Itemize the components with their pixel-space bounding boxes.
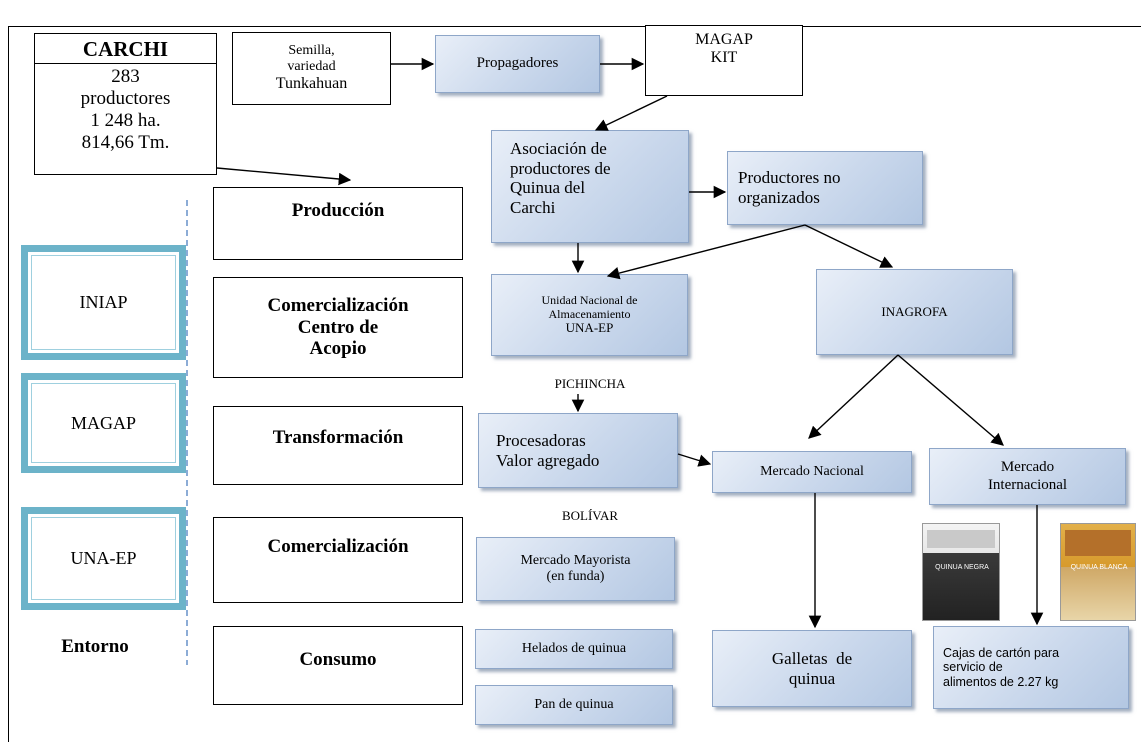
magap-kit-line2: KIT — [710, 49, 738, 67]
productores-line2: organizados — [738, 188, 820, 207]
stage-produccion-box: Producción — [213, 187, 463, 260]
inagrofa-box: INAGROFA — [816, 269, 1013, 355]
helados-label: Helados de quinua — [521, 640, 627, 656]
semilla-line3: Tunkahuan — [275, 75, 348, 93]
entorno-una-ep-label: UNA-EP — [70, 548, 137, 569]
stage-comercializacion-acopio-box: Comercialización Centro de Acopio — [213, 277, 463, 378]
mercado-internacional-box: Mercado Internacional — [929, 448, 1126, 505]
productores-no-organizados-box: Productores no organizados — [727, 151, 923, 225]
entorno-una-ep-box: UNA-EP — [21, 507, 186, 610]
entorno-iniap-box: INIAP — [21, 245, 186, 360]
magap-kit-line1: MAGAP — [695, 31, 753, 48]
carchi-hectares: 1 248 ha. — [90, 109, 161, 131]
inagrofa-label: INAGROFA — [881, 303, 948, 319]
stage-consumo-label: Consumo — [299, 649, 377, 670]
entorno-magap-box: MAGAP — [21, 373, 186, 473]
procesadoras-line1: Procesadoras — [496, 430, 586, 450]
quinua-negra-package-image: QUINUA NEGRA — [922, 523, 1000, 621]
unidad-nacional-box: Unidad Nacional de Almacenamiento UNA-EP — [491, 274, 688, 356]
package-label-blanca: QUINUA BLANCA — [1070, 564, 1128, 571]
package-top-panel — [927, 530, 995, 548]
cajas-line3: alimentos de 2.27 kg — [943, 674, 1059, 689]
arrow-carchi-to-produccion — [216, 167, 352, 186]
cajas-box: Cajas de cartón para servicio de aliment… — [933, 626, 1129, 709]
unidad-line3: UNA-EP — [565, 320, 614, 336]
arrow-inagrofa-to-mercado-internacional — [897, 354, 1004, 446]
stage-comercializacion-acopio-line2: Centro de — [297, 316, 379, 338]
semilla-box: Semilla, variedad Tunkahuan — [232, 32, 391, 105]
entorno-magap-label: MAGAP — [70, 412, 136, 433]
stage-consumo-box: Consumo — [213, 626, 463, 705]
arrow-magap-to-asociacion — [594, 95, 668, 131]
package-label-negra: QUINUA NEGRA — [935, 564, 989, 571]
mercado-nacional-label: Mercado Nacional — [760, 463, 864, 479]
mayorista-line1: Mercado Mayorista — [520, 552, 631, 568]
entorno-iniap-label: INIAP — [79, 292, 128, 313]
carchi-tonnage: 814,66 Tm. — [81, 131, 170, 153]
arrow-productores-to-inagrofa — [804, 224, 894, 268]
asociacion-line2: productores de — [510, 158, 611, 178]
helados-box: Helados de quinua — [475, 629, 673, 669]
stage-transformacion-label: Transformación — [272, 427, 404, 448]
mercado-nacional-box: Mercado Nacional — [712, 451, 912, 493]
mercado-mayorista-box: Mercado Mayorista (en funda) — [476, 537, 675, 601]
arrow-productores-to-unidad — [606, 224, 806, 280]
mercado-internacional-line2: Internacional — [987, 476, 1068, 493]
carchi-box: CARCHI 283 productores 1 248 ha. 814,66 … — [34, 33, 217, 175]
carchi-title: CARCHI — [35, 34, 216, 65]
cajas-line1: Cajas de cartón para — [943, 645, 1060, 660]
entorno-label: Entorno — [61, 636, 129, 658]
asociacion-line1: Asociación de — [510, 139, 607, 158]
semilla-line2: variedad — [287, 59, 336, 75]
quinua-blanca-package-image: QUINUA BLANCA — [1060, 523, 1136, 621]
procesadoras-box: Procesadoras Valor agregado — [478, 413, 678, 488]
stage-comercializacion-acopio-line1: Comercialización — [267, 294, 409, 316]
package-photo-panel — [1065, 530, 1131, 556]
bolivar-label: BOLÍVAR — [561, 507, 619, 523]
carchi-productores-count: 283 — [111, 66, 140, 88]
arrow-procesadoras-to-mercado-nacional — [677, 453, 712, 467]
stage-comercializacion-box: Comercialización — [213, 517, 463, 603]
pichincha-label: PICHINCHA — [554, 375, 626, 391]
propagadores-label: Propagadores — [476, 55, 559, 72]
galletas-line1: Galletas de — [771, 648, 853, 668]
unidad-line1: Unidad Nacional de — [541, 292, 638, 307]
cajas-line2: servicio de — [943, 660, 1003, 675]
semilla-line1: Semilla, — [288, 43, 335, 59]
diagram-frame — [8, 26, 1141, 742]
productores-line1: Productores no — [738, 168, 841, 188]
stage-comercializacion-label: Comercialización — [267, 536, 409, 557]
asociacion-line3: Quinua del — [510, 178, 586, 198]
mercado-internacional-line1: Mercado — [1000, 459, 1055, 476]
galletas-line2: quinua — [788, 668, 836, 688]
pan-label: Pan de quinua — [534, 696, 614, 712]
propagadores-box: Propagadores — [435, 35, 600, 93]
magap-kit-box: MAGAP KIT — [645, 25, 803, 96]
galletas-box: Galletas de quinua — [712, 630, 912, 707]
stage-produccion-label: Producción — [291, 200, 385, 221]
stage-comercializacion-acopio-line3: Acopio — [309, 338, 367, 360]
asociacion-line4: Carchi — [510, 197, 556, 217]
procesadoras-line2: Valor agregado — [496, 450, 600, 470]
asociacion-box: Asociación de productores de Quinua del … — [491, 130, 689, 243]
unidad-line2: Almacenamiento — [548, 306, 631, 321]
mayorista-line2: (en funda) — [546, 569, 605, 584]
stage-transformacion-box: Transformación — [213, 406, 463, 485]
arrow-inagrofa-to-mercado-nacional — [808, 354, 899, 439]
pan-box: Pan de quinua — [475, 685, 673, 725]
carchi-productores-label: productores — [80, 87, 171, 109]
